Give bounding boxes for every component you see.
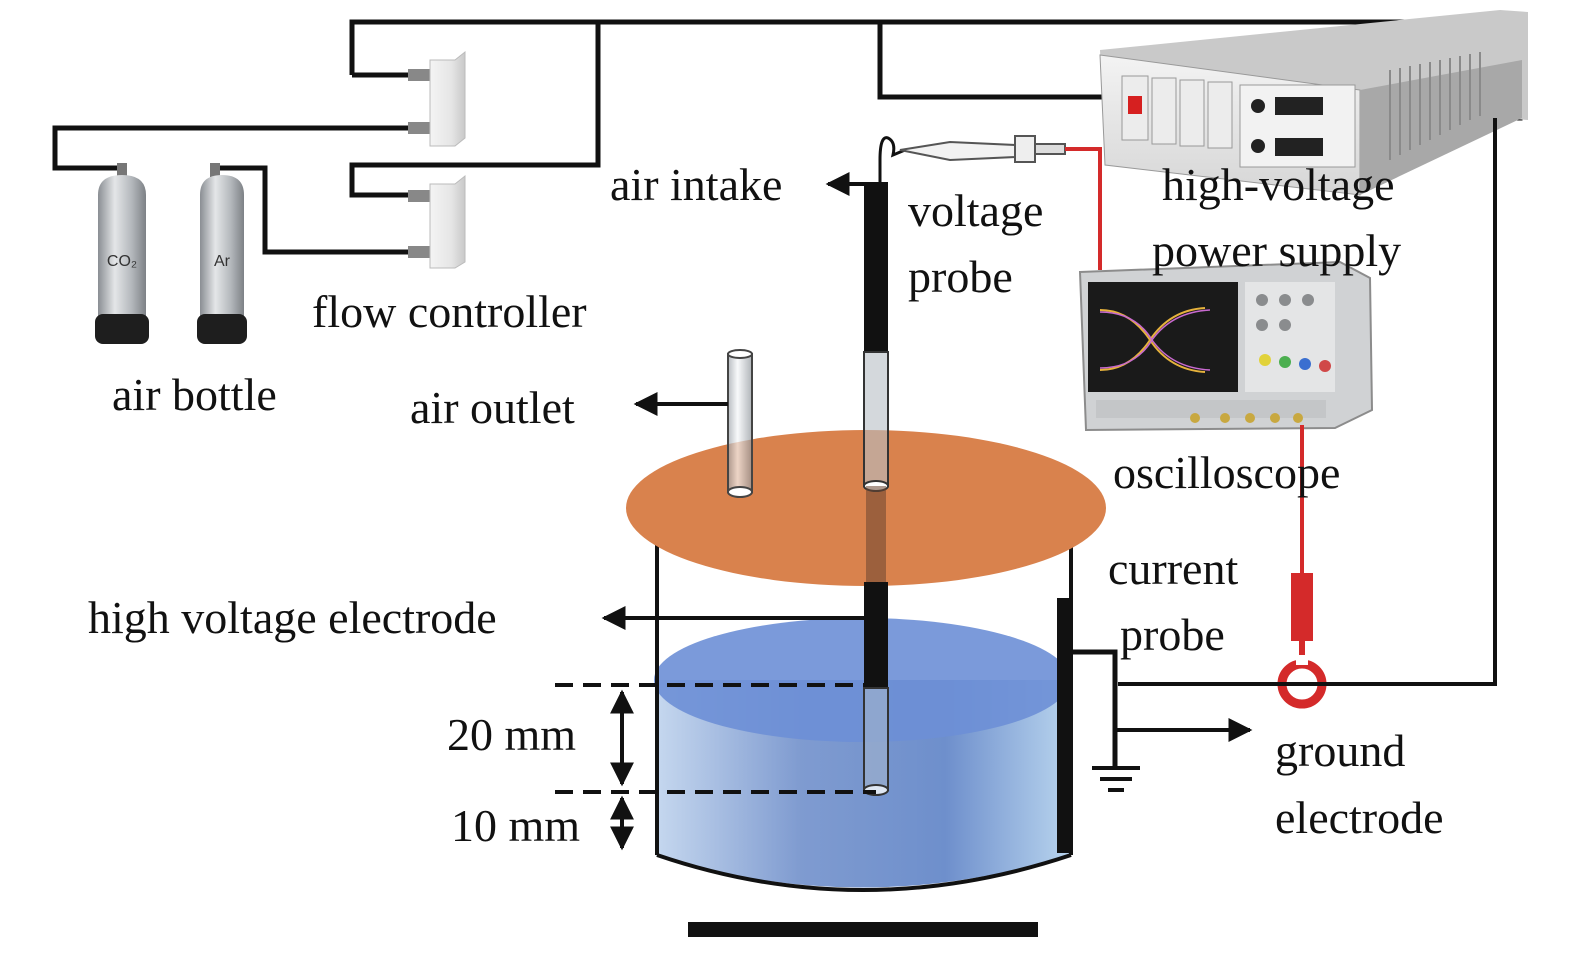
flow-controller-2 [408,174,466,269]
air-bottle-label: air bottle [112,369,277,420]
ar-label: Ar [214,253,231,270]
flow-controller-1 [408,50,466,147]
co2-cylinder: CO₂ [95,163,149,344]
high-voltage-electrode-label: high voltage electrode [88,592,497,643]
ar-cylinder: Ar [197,163,247,344]
voltage-probe-label-line1: voltage [908,185,1043,236]
power-supply-label-line1: high-voltage [1162,159,1395,210]
air-outlet-tube [727,349,753,498]
ground-electrode-label-line2: electrode [1275,792,1444,843]
label-arrows [601,172,864,630]
dimension-20mm-label: 20 mm [447,709,576,760]
return-wire [1118,118,1497,686]
high-voltage-electrode [863,182,889,796]
dimension-markers [555,683,876,851]
voltage-probe-label-line2: probe [908,251,1013,302]
oscilloscope [1078,260,1374,432]
power-supply-label-line2: power supply [1152,225,1401,276]
high-voltage-power-supply [1099,10,1528,196]
dimension-10mm-label: 10 mm [451,800,580,851]
current-probe-label-line1: current [1108,543,1238,594]
current-probe-label-line2: probe [1120,609,1225,660]
air-intake-label: air intake [610,159,782,210]
voltage-probe [878,135,1102,270]
oscilloscope-label: oscilloscope [1113,447,1340,498]
ground-electrode [1057,598,1253,853]
co2-label: CO₂ [107,253,137,270]
flow-controller-label: flow controller [312,286,587,337]
ground-electrode-label-line1: ground [1275,725,1405,776]
reactor-vessel [654,540,1073,937]
air-outlet-label: air outlet [410,382,575,433]
